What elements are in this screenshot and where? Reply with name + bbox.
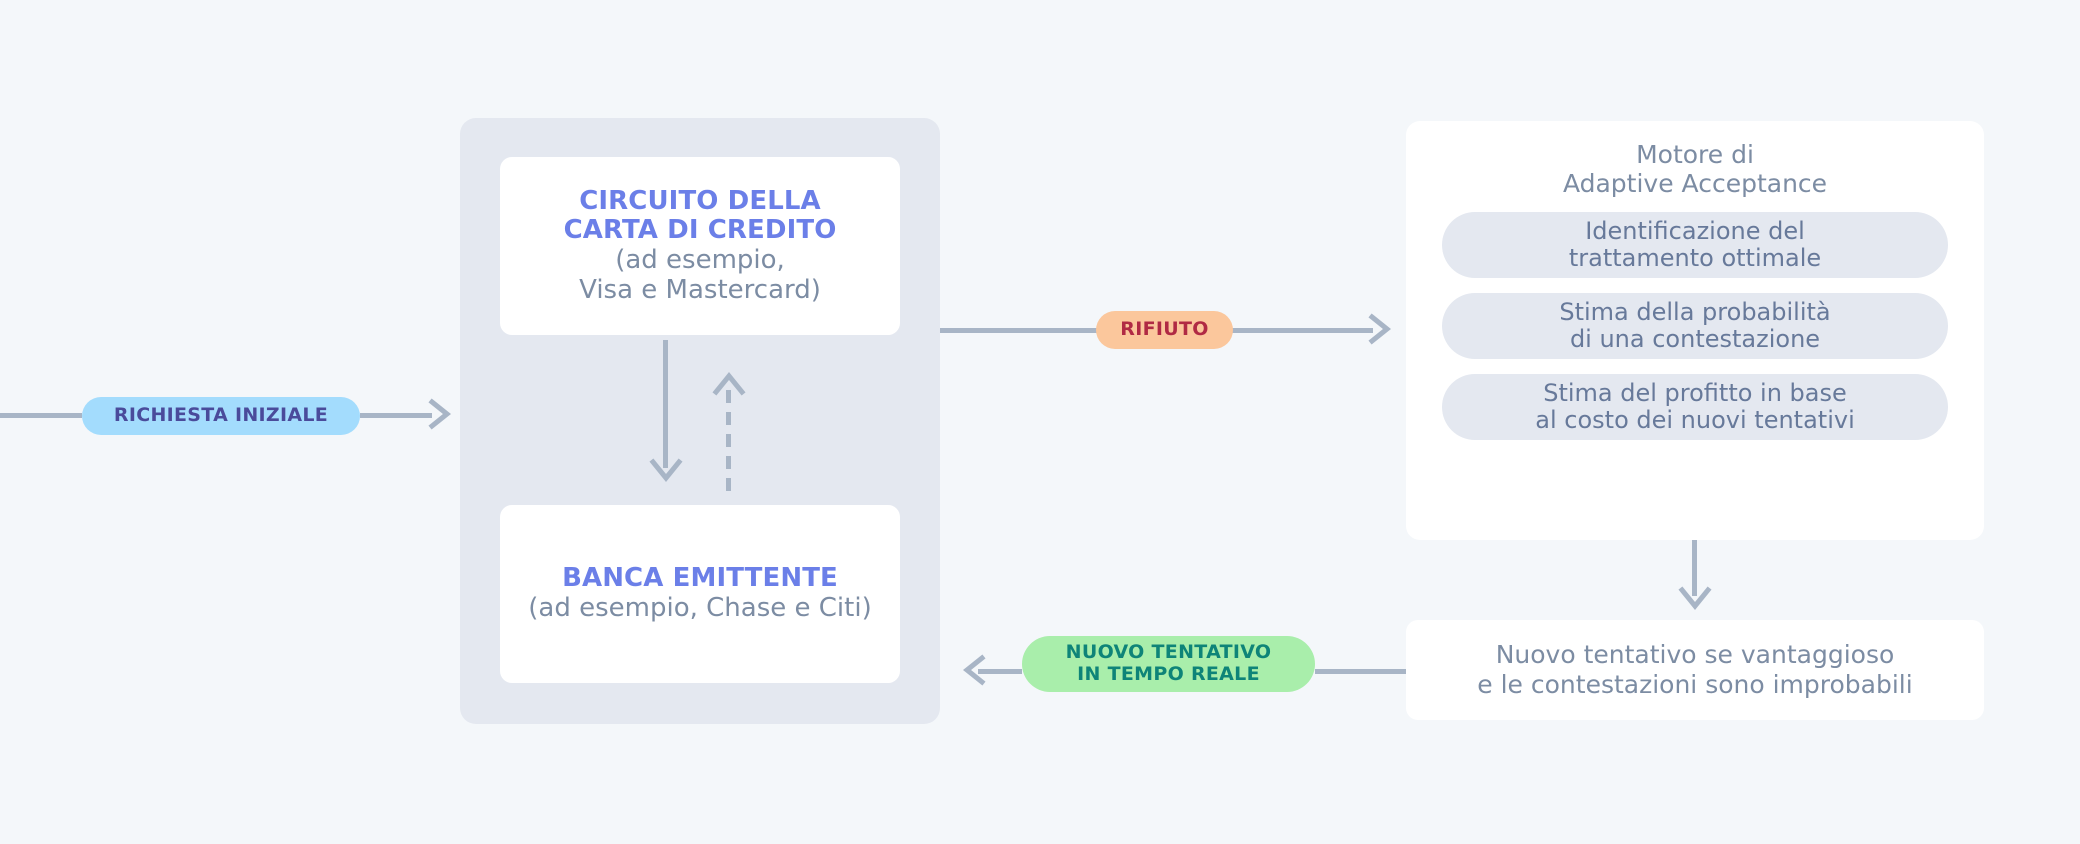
adaptive-acceptance-engine-panel: Motore di Adaptive Acceptance Identifica… bbox=[1406, 121, 1984, 540]
card-credit-card-network[interactable]: CIRCUITO DELLA CARTA DI CREDITO (ad esem… bbox=[500, 157, 900, 335]
network-to-bank-line bbox=[663, 340, 668, 468]
pill-1-line1: Stima della probabilità bbox=[1559, 297, 1831, 326]
engine-to-result-arrowhead-icon bbox=[1678, 586, 1712, 610]
result-line1: Nuovo tentativo se vantaggioso bbox=[1495, 640, 1895, 669]
engine-to-result-line bbox=[1692, 540, 1697, 596]
badge-decline[interactable]: RIFIUTO bbox=[1096, 311, 1233, 349]
badge-realtime-retry[interactable]: NUOVO TENTATIVO IN TEMPO REALE bbox=[1022, 636, 1315, 692]
network-card-subtitle-line1: (ad esempio, bbox=[615, 245, 785, 275]
badge-decline-label: RIFIUTO bbox=[1120, 318, 1209, 341]
decline-line-left bbox=[940, 328, 1098, 333]
engine-title: Motore di Adaptive Acceptance bbox=[1562, 140, 1828, 198]
card-retry-decision[interactable]: Nuovo tentativo se vantaggioso e le cont… bbox=[1406, 620, 1984, 720]
pill-2-line2: al costo dei nuovi tentativi bbox=[1535, 406, 1855, 434]
badge-retry-line2: IN TEMPO REALE bbox=[1077, 663, 1260, 685]
pill-0-line1: Identificazione del bbox=[1585, 216, 1805, 245]
initial-request-line-left bbox=[0, 413, 82, 418]
retry-line-right bbox=[1315, 669, 1406, 674]
engine-pill-dispute-probability[interactable]: Stima della probabilità di una contestaz… bbox=[1442, 293, 1948, 359]
badge-initial-request[interactable]: RICHIESTA INIZIALE bbox=[82, 397, 360, 435]
initial-request-line-right bbox=[360, 413, 432, 418]
network-card-subtitle-line2: Visa e Mastercard) bbox=[579, 274, 821, 305]
retry-arrowhead-icon bbox=[962, 654, 986, 686]
pill-0-line2: trattamento ottimale bbox=[1568, 244, 1822, 272]
pill-1-line2: di una contestazione bbox=[1569, 325, 1821, 353]
card-issuing-bank[interactable]: BANCA EMITTENTE (ad esempio, Chase e Cit… bbox=[500, 505, 900, 683]
engine-title-line2: Adaptive Acceptance bbox=[1562, 168, 1828, 198]
badge-retry-line1: NUOVO TENTATIVO bbox=[1065, 641, 1272, 664]
engine-pill-optimal-treatment[interactable]: Identificazione del trattamento ottimale bbox=[1442, 212, 1948, 278]
retry-line-left bbox=[978, 669, 1022, 674]
engine-title-line1: Motore di bbox=[1636, 140, 1754, 169]
bank-card-title: BANCA EMITTENTE bbox=[562, 563, 838, 594]
decline-arrowhead-icon bbox=[1368, 313, 1392, 345]
result-line2: e le contestazioni sono improbabili bbox=[1477, 670, 1913, 699]
bank-to-network-arrowhead-icon bbox=[712, 372, 746, 396]
bank-card-subtitle: (ad esempio, Chase e Citi) bbox=[528, 593, 872, 623]
pill-2-line1: Stima del profitto in base bbox=[1543, 378, 1847, 407]
network-to-bank-arrowhead-icon bbox=[649, 458, 683, 482]
engine-pill-profit-estimate[interactable]: Stima del profitto in base al costo dei … bbox=[1442, 374, 1948, 440]
initial-request-arrowhead-icon bbox=[428, 398, 452, 430]
network-card-title-line2: CARTA DI CREDITO bbox=[563, 215, 837, 246]
bank-to-network-dashed-line bbox=[726, 390, 731, 500]
badge-initial-request-label: RICHIESTA INIZIALE bbox=[113, 404, 329, 427]
decline-line-right bbox=[1231, 328, 1373, 333]
network-card-title-line1: CIRCUITO DELLA bbox=[579, 185, 821, 216]
